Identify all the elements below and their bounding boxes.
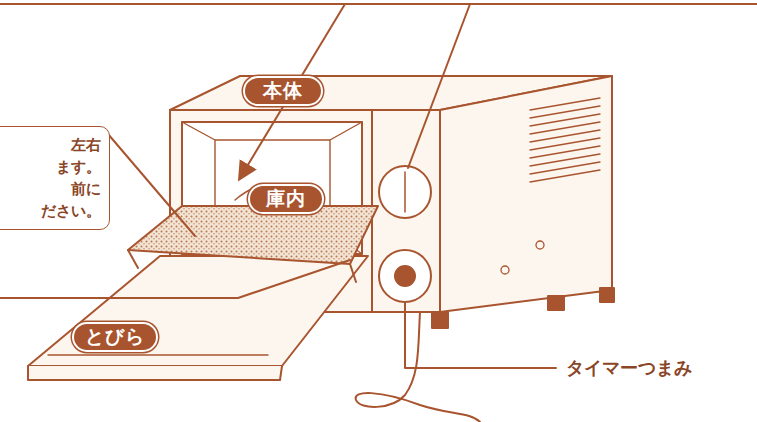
node-text: 本体 [263, 78, 303, 104]
note-box: 左右 ます。 前に ださい。 [0, 126, 110, 230]
door-edge [28, 366, 282, 380]
rack [128, 206, 378, 264]
door-window [48, 354, 268, 355]
temperature-knob [379, 166, 431, 218]
part-badge: 本体 [243, 76, 323, 106]
leader-line [108, 134, 195, 236]
rack-leg [128, 250, 356, 282]
node-text: 庫内 [266, 186, 306, 212]
leader-line [405, 302, 556, 368]
foot [548, 296, 564, 310]
foot [432, 312, 448, 328]
door [28, 256, 368, 366]
part-label: タイマーつまみ [566, 356, 692, 380]
part-badge: 庫内 [248, 184, 324, 214]
knob-grip [404, 172, 406, 212]
knob-grip [395, 266, 415, 286]
side-hole [501, 266, 509, 274]
node-text: 左右 ます。 前に ださい。 [33, 134, 101, 222]
leader-line [0, 260, 350, 298]
side-hole [536, 241, 544, 249]
leader-line [408, 4, 470, 168]
body-side [440, 76, 612, 312]
part-badge: とびら [72, 322, 158, 352]
node-text: とびら [85, 324, 145, 350]
timer-knob [379, 250, 431, 302]
vents [530, 98, 600, 182]
foot [600, 288, 614, 302]
frame-line [0, 3, 757, 5]
leader-arrow [240, 4, 345, 178]
